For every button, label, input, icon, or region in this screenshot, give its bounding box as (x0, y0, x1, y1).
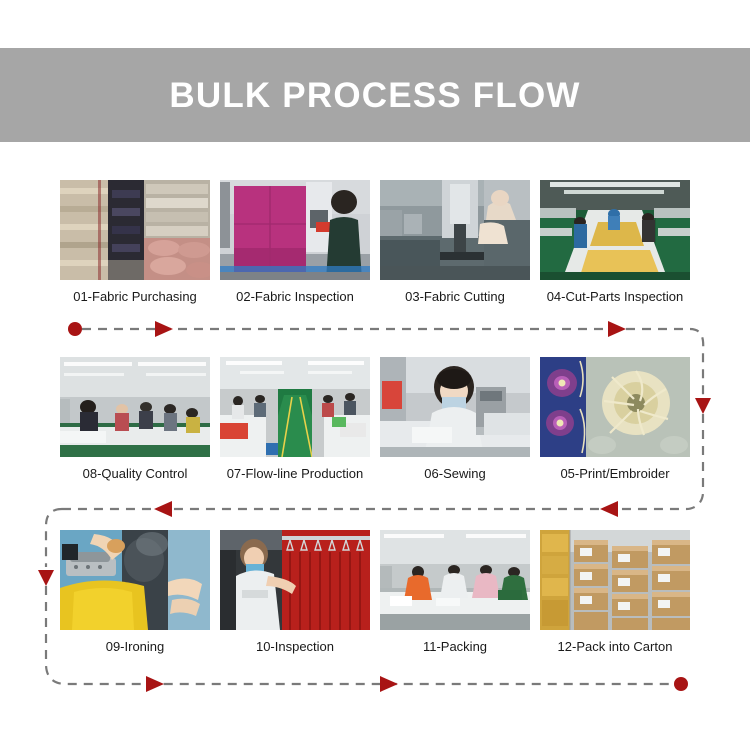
pink-fabric-inspection-machine-image (220, 180, 370, 280)
flow-line-production-floor-image (220, 357, 370, 457)
flow-step-label: 05-Print/Embroider (560, 466, 670, 481)
page-title: BULK PROCESS FLOW (169, 75, 581, 115)
flow-step-label: 09-Ironing (105, 639, 165, 654)
flow-step[interactable]: 09-Ironing (60, 530, 210, 654)
packing-tables-image (380, 530, 530, 630)
flow-step-label: 11-Packing (422, 639, 488, 654)
flow-step[interactable]: 01-Fabric Purchasing (60, 180, 210, 304)
flow-step[interactable]: 10-Inspection (220, 530, 370, 654)
flow-end-dot (674, 677, 688, 691)
flow-step[interactable]: 06-Sewing (380, 357, 530, 481)
arrowhead-left-2b (154, 501, 172, 517)
stacked-cartons-image (540, 530, 690, 630)
cut-parts-inspection-line-image (540, 180, 690, 280)
quality-control-workshop-image (60, 357, 210, 457)
fabric-cutting-table-image (380, 180, 530, 280)
flow-step-label: 08-Quality Control (82, 466, 188, 481)
sewing-operator-image (380, 357, 530, 457)
flow-step[interactable]: 08-Quality Control (60, 357, 210, 481)
floral-print-fabric-image (540, 357, 690, 457)
ironing-yellow-garment-image (60, 530, 210, 630)
flow-step-label: 01-Fabric Purchasing (73, 289, 197, 304)
fabric-rolls-warehouse-image (60, 180, 210, 280)
flow-step-label: 10-Inspection (255, 639, 335, 654)
header-banner: BULK PROCESS FLOW (0, 48, 750, 142)
flow-step[interactable]: 02-Fabric Inspection (220, 180, 370, 304)
flow-start-dot (68, 322, 82, 336)
arrowhead-left-2a (600, 501, 618, 517)
flow-step-label: 04-Cut-Parts Inspection (546, 289, 684, 304)
flow-step[interactable]: 07-Flow-line Production (220, 357, 370, 481)
arrowhead-right-3a (146, 676, 164, 692)
flow-step-label: 02-Fabric Inspection (236, 289, 354, 304)
flow-step-label: 06-Sewing (424, 466, 486, 481)
flow-step[interactable]: 05-Print/Embroider (540, 357, 690, 481)
flow-step[interactable]: 11-Packing (380, 530, 530, 654)
flow-step-label: 12-Pack into Carton (557, 639, 673, 654)
flow-step-label: 03-Fabric Cutting (405, 289, 505, 304)
arrowhead-right-1b (608, 321, 626, 337)
arrowhead-right-3b (380, 676, 398, 692)
flow-step[interactable]: 04-Cut-Parts Inspection (540, 180, 690, 304)
flow-step-label: 07-Flow-line Production (226, 466, 364, 481)
arrowhead-right-1a (155, 321, 173, 337)
flow-step[interactable]: 12-Pack into Carton (540, 530, 690, 654)
garment-rack-inspection-image (220, 530, 370, 630)
flow-step[interactable]: 03-Fabric Cutting (380, 180, 530, 304)
